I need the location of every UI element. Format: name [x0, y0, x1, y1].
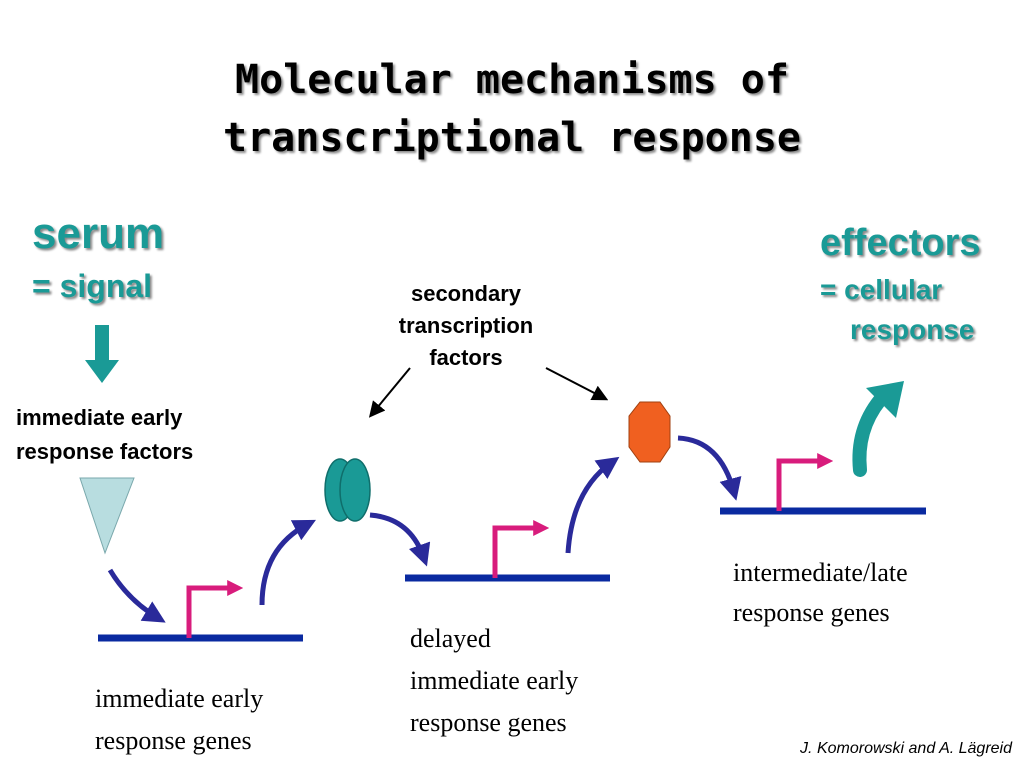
immediate-genes-line-2: response genes	[95, 726, 252, 755]
title-line-2: transcriptional response	[223, 115, 801, 161]
promoter-arrow-immediate	[186, 579, 244, 638]
curve-arrow-immediate-to-secondary	[259, 519, 316, 606]
secondary-factors-line-2: transcription	[398, 313, 534, 338]
secondary-factor-orange	[628, 401, 671, 463]
delayed-genes-line-3: response genes	[410, 708, 567, 737]
secondary-factor-teal	[324, 458, 371, 522]
serum-heading: serum	[32, 209, 165, 258]
promoter-arrow-delayed	[492, 519, 550, 578]
promoter-arrow-late	[776, 452, 834, 511]
curve-arrow-secondary-to-delayed	[369, 512, 431, 567]
credit: J. Komorowski and A. Lägreid	[800, 740, 1012, 757]
late-genes-line-2: response genes	[733, 598, 890, 627]
signal-down-arrow	[85, 325, 119, 383]
pointer-arrow-right	[545, 367, 609, 401]
late-genes-line-1: intermediate/late	[733, 558, 908, 587]
secondary-factors-line-1: secondary	[410, 281, 522, 306]
immediate-factors-line-2: response factors	[16, 439, 194, 464]
effector-arrow	[852, 381, 904, 477]
delayed-genes-line-2: immediate early	[410, 666, 579, 695]
delayed-genes-line-1: delayed	[410, 624, 491, 653]
secondary-factors-line-3: factors	[429, 345, 503, 370]
effectors-heading: effectors	[820, 222, 981, 264]
effectors-line-2: response	[850, 314, 975, 345]
pointer-arrow-left	[368, 367, 411, 418]
curve-arrow-delayed-to-orange	[565, 456, 620, 554]
title-line-1: Molecular mechanisms of	[235, 57, 789, 103]
curve-arrow-orange-to-late	[677, 435, 742, 501]
immediate-factor-triangle	[79, 477, 135, 555]
effectors-line-1: = cellular	[820, 274, 943, 305]
curve-arrow-factor-to-immediate	[107, 568, 166, 623]
signal-subheading: = signal	[32, 268, 153, 304]
immediate-genes-line-1: immediate early	[95, 684, 264, 713]
immediate-factors-line-1: immediate early	[16, 405, 183, 430]
